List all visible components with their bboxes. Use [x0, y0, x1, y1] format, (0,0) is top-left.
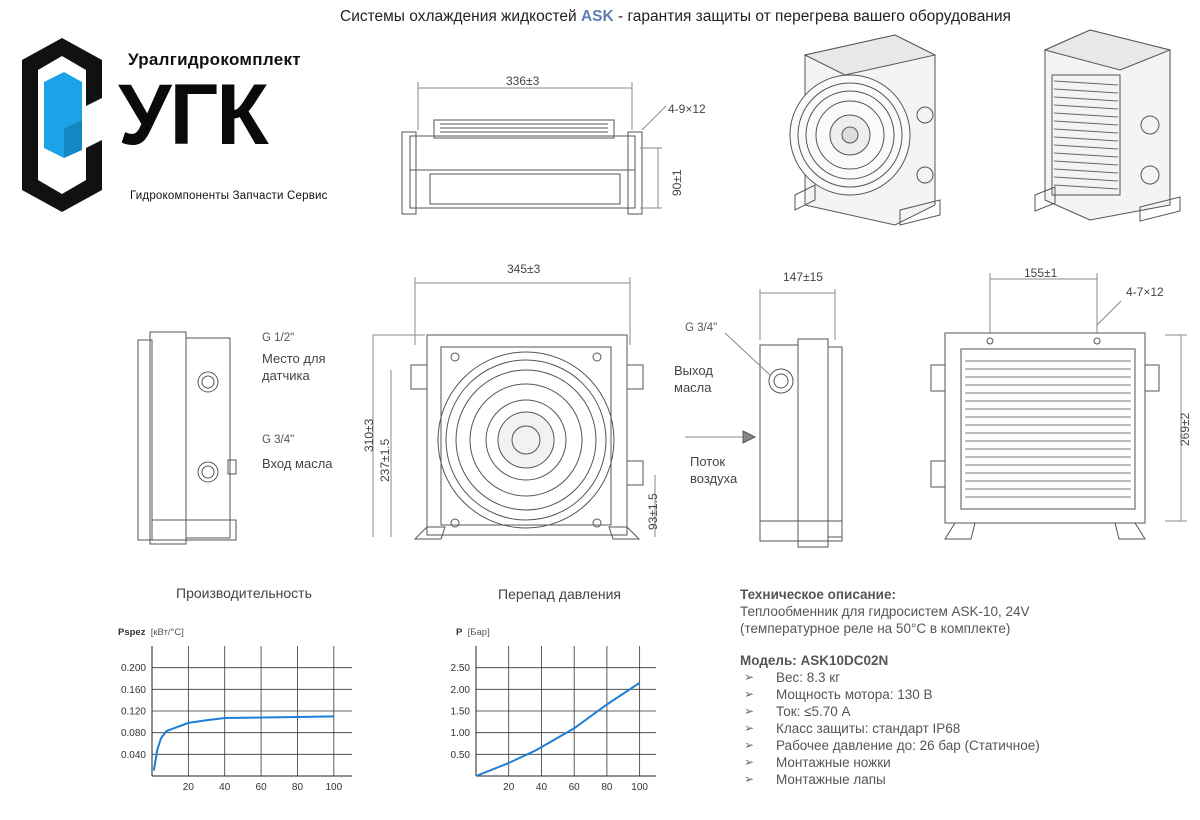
- front-height-total: 310±3: [362, 418, 376, 452]
- brand-accent: ASK: [580, 8, 614, 25]
- back-view-drawing: [930, 273, 1187, 540]
- back-height-dim: 269±2: [1178, 412, 1192, 446]
- front-view-drawing: [372, 277, 656, 540]
- top-width-dim: 336±3: [506, 74, 540, 88]
- performance-y-unit: Pspez [кВт/°C]: [118, 627, 184, 638]
- back-holes-dim: 4-7×12: [1126, 285, 1164, 299]
- logo-mark: УГК: [118, 67, 269, 163]
- spec-item: ➢Мощность мотора: 130 В: [744, 687, 933, 702]
- x-tick-label: 40: [219, 782, 231, 793]
- pressure-y-unit: P [Бар]: [456, 627, 490, 638]
- x-tick-label: 60: [569, 782, 581, 793]
- x-tick-label: 40: [536, 782, 548, 793]
- port-top-size: G 1/2": [262, 332, 295, 344]
- spec-item: ➢Вес: 8.3 кг: [744, 670, 841, 685]
- front-height-mid: 237±1.5: [378, 438, 392, 482]
- x-tick-label: 20: [183, 782, 195, 793]
- y-tick-label: 1.00: [451, 728, 471, 739]
- y-tick-label: 0.120: [121, 707, 146, 718]
- tech-description: Техническое описание: Теплообменник для …: [740, 586, 1040, 788]
- tech-line-1: Теплообменник для гидросистем ASK-10, 24…: [740, 604, 1030, 619]
- page-headline: Системы охлаждения жидкостей ASK - гаран…: [340, 8, 1011, 25]
- spec-item: ➢Ток: ≤5.70 А: [744, 704, 851, 719]
- pressure-chart: 20 40 60 80 100 0.50 1.00 1.50 2.00 2.50: [451, 646, 656, 793]
- series-line: [475, 681, 641, 777]
- tech-model: Модель: ASK10DC02N: [740, 653, 889, 668]
- x-tick-label: 100: [325, 782, 342, 793]
- y-tick-label: 2.00: [451, 685, 471, 696]
- y-tick-label: 0.160: [121, 685, 146, 696]
- performance-chart: 20 40 60 80 100 0.040 0.080 0.120 0.160 0.200: [121, 646, 352, 793]
- spec-item: ➢Класс защиты: стандарт IP68: [744, 721, 961, 736]
- x-tick-label: 60: [256, 782, 268, 793]
- top-holes-dim: 4-9×12: [668, 102, 706, 116]
- tech-spec-list: ➢Вес: 8.3 кг ➢Мощность мотора: 130 В ➢То…: [740, 669, 1040, 788]
- right-depth-dim: 147±15: [783, 270, 823, 284]
- spec-item: ➢Монтажные ножки: [744, 755, 891, 770]
- x-tick-label: 20: [503, 782, 515, 793]
- logo-emblem: [22, 38, 102, 212]
- top-view-drawing: [401, 82, 667, 215]
- left-side-drawing: [137, 331, 237, 545]
- spec-item: ➢Рабочее давление до: 26 бар (Статичное): [744, 738, 1040, 753]
- y-tick-label: 1.50: [451, 707, 471, 718]
- performance-chart-title: Производительность: [176, 585, 312, 601]
- series-line: [152, 715, 334, 771]
- front-height-low: 93±1.5: [646, 493, 660, 530]
- port-top-desc: Место для датчика: [262, 351, 326, 383]
- product-3d-back: [1034, 29, 1181, 222]
- product-3d-front: [789, 34, 941, 226]
- front-width-dim: 345±3: [507, 262, 541, 276]
- logo-tagline: Гидрокомпоненты Запчасти Сервис: [130, 190, 328, 202]
- port-out-desc: Выход масла: [674, 363, 713, 395]
- y-tick-label: 0.040: [121, 750, 146, 761]
- spec-item: ➢Монтажные лапы: [744, 772, 886, 787]
- pressure-chart-title: Перепад давления: [498, 586, 622, 602]
- y-tick-label: 0.200: [121, 663, 146, 674]
- logo-company-name: Уралгидрокомплект: [128, 50, 301, 69]
- port-bottom-size: G 3/4": [262, 434, 295, 446]
- port-out-size: G 3/4": [685, 322, 718, 334]
- y-tick-label: 0.080: [121, 728, 146, 739]
- airflow-label: Поток воздуха: [690, 454, 738, 486]
- right-side-drawing: [685, 289, 843, 548]
- y-tick-label: 0.50: [451, 750, 471, 761]
- tech-heading: Техническое описание:: [740, 587, 896, 602]
- top-height-dim: 90±1: [670, 169, 684, 196]
- back-width-dim: 155±1: [1024, 266, 1058, 280]
- port-bottom-desc: Вход масла: [262, 456, 333, 471]
- x-tick-label: 80: [292, 782, 304, 793]
- y-tick-label: 2.50: [451, 663, 471, 674]
- tech-line-2: (температурное реле на 50°C в комплекте): [740, 621, 1011, 636]
- x-tick-label: 80: [601, 782, 613, 793]
- x-tick-label: 100: [631, 782, 648, 793]
